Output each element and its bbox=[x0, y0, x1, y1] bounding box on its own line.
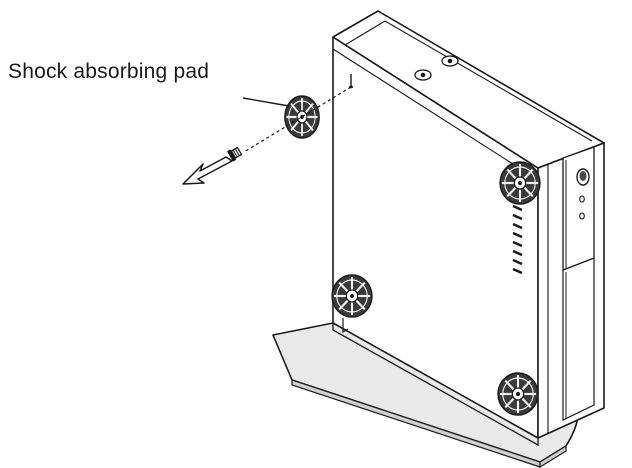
top-screw-2 bbox=[441, 55, 459, 67]
hollow-arrow-icon bbox=[182, 156, 233, 185]
top-screw-1 bbox=[414, 69, 432, 81]
shock-pad-icon bbox=[283, 94, 321, 140]
callout-label: Shock absorbing pad bbox=[8, 60, 210, 83]
main-unit bbox=[332, 10, 605, 447]
mounted-pad-left bbox=[330, 273, 374, 319]
screw-icon bbox=[227, 146, 243, 162]
mounted-pad-bottom bbox=[496, 371, 540, 417]
vent-slots bbox=[512, 195, 523, 275]
front-power-button bbox=[576, 168, 590, 186]
callout-leader bbox=[242, 97, 290, 107]
mounted-pad-top bbox=[498, 160, 542, 206]
assembly-line bbox=[243, 86, 352, 153]
